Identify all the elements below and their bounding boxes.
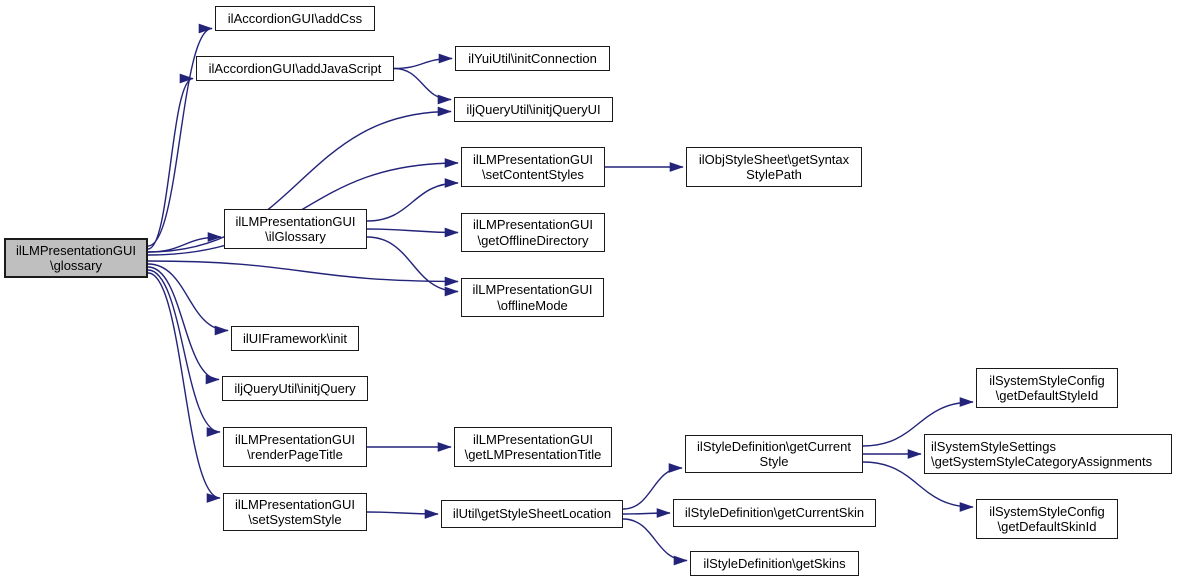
- edge-glossary-addJavaScript: [147, 73, 194, 250]
- node-setContentStyles[interactable]: ilLMPresentationGUI \setContentStyles: [461, 147, 605, 187]
- node-initjQueryUI[interactable]: iljQueryUtil\initjQueryUI: [454, 97, 613, 122]
- edge-ilGlossary-offlineMode: [366, 236, 459, 297]
- edge-ilGlossary-setContentStyles: [366, 178, 459, 222]
- node-offlineMode[interactable]: ilLMPresentationGUI \offlineMode: [461, 278, 604, 317]
- node-getCurrentStyle[interactable]: ilStyleDefinition\getCurrent Style: [685, 435, 863, 473]
- edge-glossary-initjQuery: [147, 266, 220, 385]
- edge-addJavaScript-initConnection: [393, 53, 453, 70]
- node-initConnection[interactable]: ilYuiUtil\initConnection: [455, 46, 610, 71]
- node-getCurrentSkin[interactable]: ilStyleDefinition\getCurrentSkin: [673, 499, 876, 527]
- edge-glossary-init: [147, 263, 229, 336]
- edge-glossary-renderPageTitle: [147, 269, 221, 437]
- edge-getCurrentStyle-getDefaultSkinId: [862, 461, 974, 512]
- edge-getStyleSheetLocation-getCurrentSkin: [622, 508, 671, 518]
- edge-getStyleSheetLocation-getCurrentStyle: [622, 463, 683, 510]
- edge-glossary-offlineMode: [147, 260, 459, 287]
- edge-glossary-initjQueryUI: [147, 106, 452, 253]
- node-initjQuery[interactable]: iljQueryUtil\initjQuery: [222, 376, 368, 401]
- edge-ilGlossary-getOfflineDirectory: [366, 227, 459, 238]
- edge-getCurrentStyle-getDefaultStyleId: [862, 397, 974, 447]
- node-renderPageTitle[interactable]: ilLMPresentationGUI \renderPageTitle: [223, 427, 367, 467]
- node-getOfflineDirectory[interactable]: ilLMPresentationGUI \getOfflineDirectory: [461, 213, 605, 252]
- node-ilGlossary[interactable]: ilLMPresentationGUI \ilGlossary: [224, 209, 367, 249]
- node-setSystemStyle[interactable]: ilLMPresentationGUI \setSystemStyle: [223, 493, 367, 531]
- edge-addJavaScript-initjQueryUI: [393, 67, 452, 105]
- edge-setSystemStyle-getStyleSheetLocation: [366, 509, 439, 519]
- node-getLMPresentationTitle[interactable]: ilLMPresentationGUI \getLMPresentationTi…: [454, 427, 612, 467]
- edge-glossary-ilGlossary: [147, 232, 222, 253]
- node-getStyleSheetLocation[interactable]: ilUtil\getStyleSheetLocation: [441, 500, 623, 528]
- node-addCss[interactable]: ilAccordionGUI\addCss: [215, 6, 375, 31]
- node-getSyntaxStylePath[interactable]: ilObjStyleSheet\getSyntax StylePath: [686, 147, 862, 187]
- edge-glossary-addCss: [147, 23, 213, 247]
- node-getSkins[interactable]: ilStyleDefinition\getSkins: [690, 551, 859, 576]
- node-glossary[interactable]: ilLMPresentationGUI \glossary: [4, 238, 148, 278]
- node-init[interactable]: ilUIFramework\init: [231, 326, 359, 351]
- edge-glossary-setSystemStyle: [147, 272, 221, 503]
- node-getDefaultSkinId[interactable]: ilSystemStyleConfig \getDefaultSkinId: [976, 499, 1118, 539]
- edge-getStyleSheetLocation-getSkins: [622, 518, 688, 566]
- node-getDefaultStyleId[interactable]: ilSystemStyleConfig \getDefaultStyleId: [976, 368, 1118, 408]
- node-addJavaScript[interactable]: ilAccordionGUI\addJavaScript: [196, 56, 394, 81]
- node-getSystemStyleCategoryAssignments[interactable]: ilSystemStyleSettings \getSystemStyleCat…: [924, 434, 1172, 474]
